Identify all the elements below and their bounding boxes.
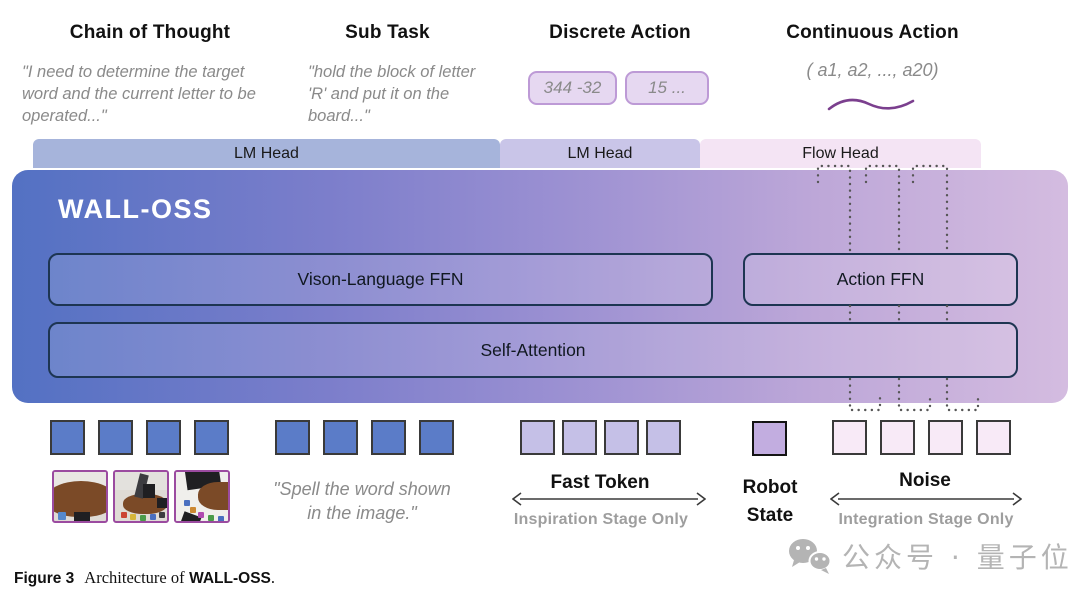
caption-figure-number: Figure 3 xyxy=(14,570,75,587)
column-title-discrete-action: Discrete Action xyxy=(549,22,691,43)
robot-state-token-square xyxy=(752,421,787,456)
lm-head-bar-2: LM Head xyxy=(500,139,700,168)
self-attention-block: Self-Attention xyxy=(48,322,1018,378)
noise-token-square xyxy=(928,420,963,455)
noise-token-square xyxy=(880,420,915,455)
caption-model-name: WALL-OSS xyxy=(189,570,271,587)
column-title-chain-of-thought: Chain of Thought xyxy=(69,22,231,43)
inspiration-stage-label: Inspiration Stage Only xyxy=(513,511,689,528)
noise-label: Noise xyxy=(899,470,951,491)
fast-token-square xyxy=(604,420,639,455)
vision-token-square xyxy=(50,420,85,455)
noise-token-square xyxy=(832,420,867,455)
caption-body: Architecture of xyxy=(84,568,185,587)
watermark-text: 公众号 · 量子位 xyxy=(842,541,1073,574)
camera-image-3 xyxy=(174,470,230,523)
wall-oss-model-box: WALL-OSS Vison-Language FFN Action FFN S… xyxy=(12,170,1068,403)
noise-token-square xyxy=(976,420,1011,455)
robot-state-label-line2: State xyxy=(746,505,794,526)
fast-token-square xyxy=(562,420,597,455)
text-token-square xyxy=(323,420,358,455)
lm-head-bar-1: LM Head xyxy=(33,139,500,168)
fast-token-span-arrow xyxy=(512,492,706,506)
robot-state-label-line1: Robot xyxy=(742,477,798,498)
caption-period: . xyxy=(270,568,276,587)
wechat-icon xyxy=(789,539,832,574)
vision-token-square xyxy=(98,420,133,455)
watermark: 公众号 · 量子位 xyxy=(786,536,1073,576)
vision-language-ffn-block: Vison-Language FFN xyxy=(48,253,713,306)
fast-token-label: Fast Token xyxy=(550,472,650,493)
noise-span-arrow xyxy=(830,492,1022,506)
column-title-continuous-action: Continuous Action xyxy=(786,22,959,43)
squiggle-wave-icon xyxy=(827,98,915,111)
flow-head-bar: Flow Head xyxy=(700,139,981,168)
chain-of-thought-quote: "I need to determine the target word and… xyxy=(22,63,256,125)
integration-stage-label: Integration Stage Only xyxy=(838,511,1014,528)
spell-quote: "Spell the word shown in the image." xyxy=(273,479,451,523)
column-title-sub-task: Sub Task xyxy=(345,22,430,43)
discrete-token-pill-2: 15 ... xyxy=(625,71,709,105)
model-title: WALL-OSS xyxy=(58,194,213,224)
camera-image-2 xyxy=(113,470,169,523)
text-token-square xyxy=(419,420,454,455)
figure-caption: Figure 3 Architecture of WALL-OSS. xyxy=(14,568,275,588)
continuous-action-vector: ( a1, a2, ..., a20) xyxy=(806,60,939,80)
camera-image-1 xyxy=(52,470,108,523)
vision-token-square xyxy=(146,420,181,455)
vision-token-square xyxy=(194,420,229,455)
fast-token-square xyxy=(646,420,681,455)
robot-state-label: Robot State xyxy=(735,474,805,530)
text-token-square xyxy=(371,420,406,455)
sub-task-quote: "hold the block of letter 'R' and put it… xyxy=(308,63,476,125)
discrete-token-pill-1: 344 -32 xyxy=(528,71,617,105)
action-ffn-block: Action FFN xyxy=(743,253,1018,306)
fast-token-square xyxy=(520,420,555,455)
text-token-square xyxy=(275,420,310,455)
